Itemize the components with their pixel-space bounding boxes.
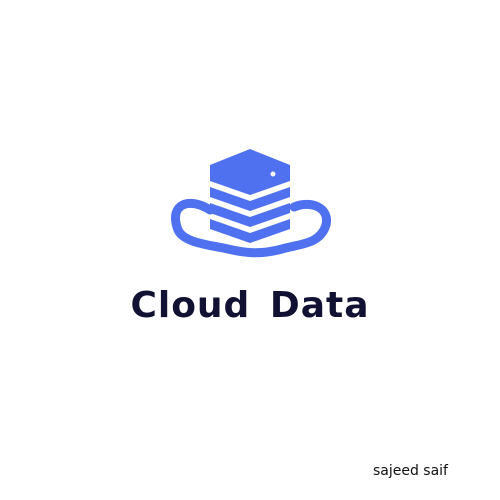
- brand-name: Cloud Data: [130, 285, 370, 326]
- cloud-server-logo: [160, 145, 340, 265]
- cloud-server-icon: [171, 149, 331, 258]
- server-top: [210, 149, 290, 195]
- server-stripe-2: [210, 203, 290, 227]
- server-indicator-light: [270, 171, 276, 177]
- designer-signature: sajeed saif: [372, 463, 448, 479]
- server-stripe-3: [210, 219, 290, 243]
- cloud-outline: [171, 198, 331, 258]
- server-stripe-1: [210, 187, 290, 211]
